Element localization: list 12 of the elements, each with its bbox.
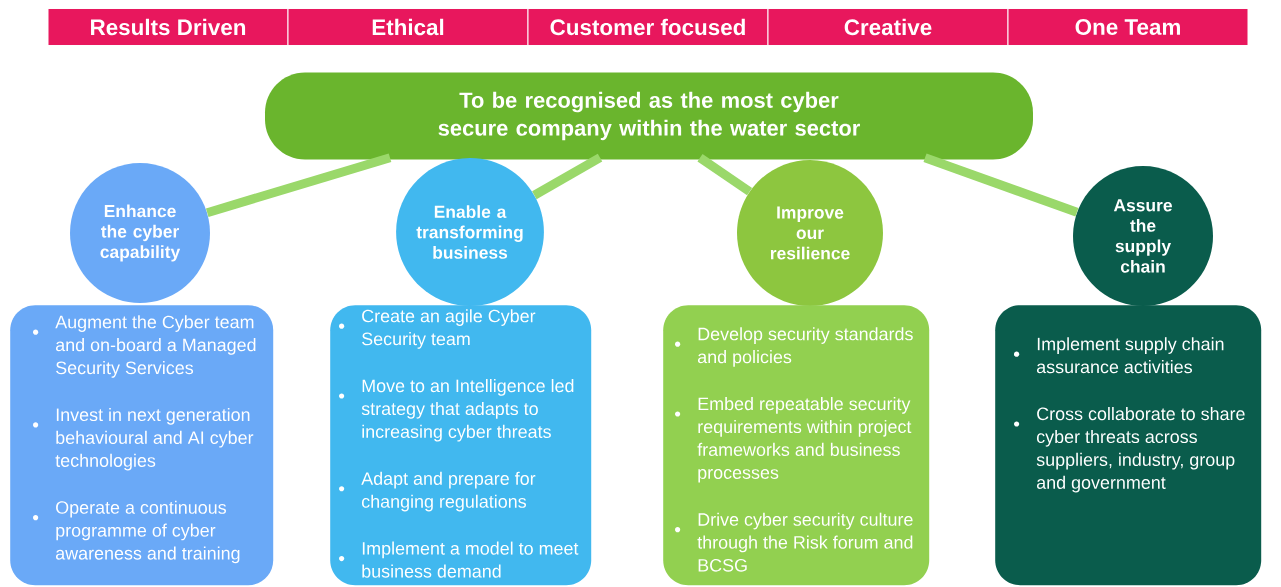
value-banner: Ethical: [287, 8, 529, 46]
action-card: Augment the Cyber team and on-board a Managed Security Services Invest in next generation behavioural and AI cyber technologies Operate a continuous programme of cyber awareness and training: [10, 305, 274, 586]
vision-pill: To be recognised as the most cyber secure company within the water sector: [265, 72, 1033, 160]
value-banner: One Team: [1007, 8, 1249, 46]
value-banner: Results Driven: [47, 8, 289, 46]
connector-line: [205, 153, 392, 218]
value-banner: Customer focused: [527, 8, 769, 46]
connector-line: [923, 153, 1079, 217]
connector-line: [532, 153, 603, 200]
action-card: Develop security standards and policies Embed repeatable security requirements within project frameworks and business processes Drive cyber security culture through the Risk forum and BCSG: [663, 305, 930, 586]
connector-line: [697, 153, 753, 196]
value-banner: Creative: [767, 8, 1009, 46]
